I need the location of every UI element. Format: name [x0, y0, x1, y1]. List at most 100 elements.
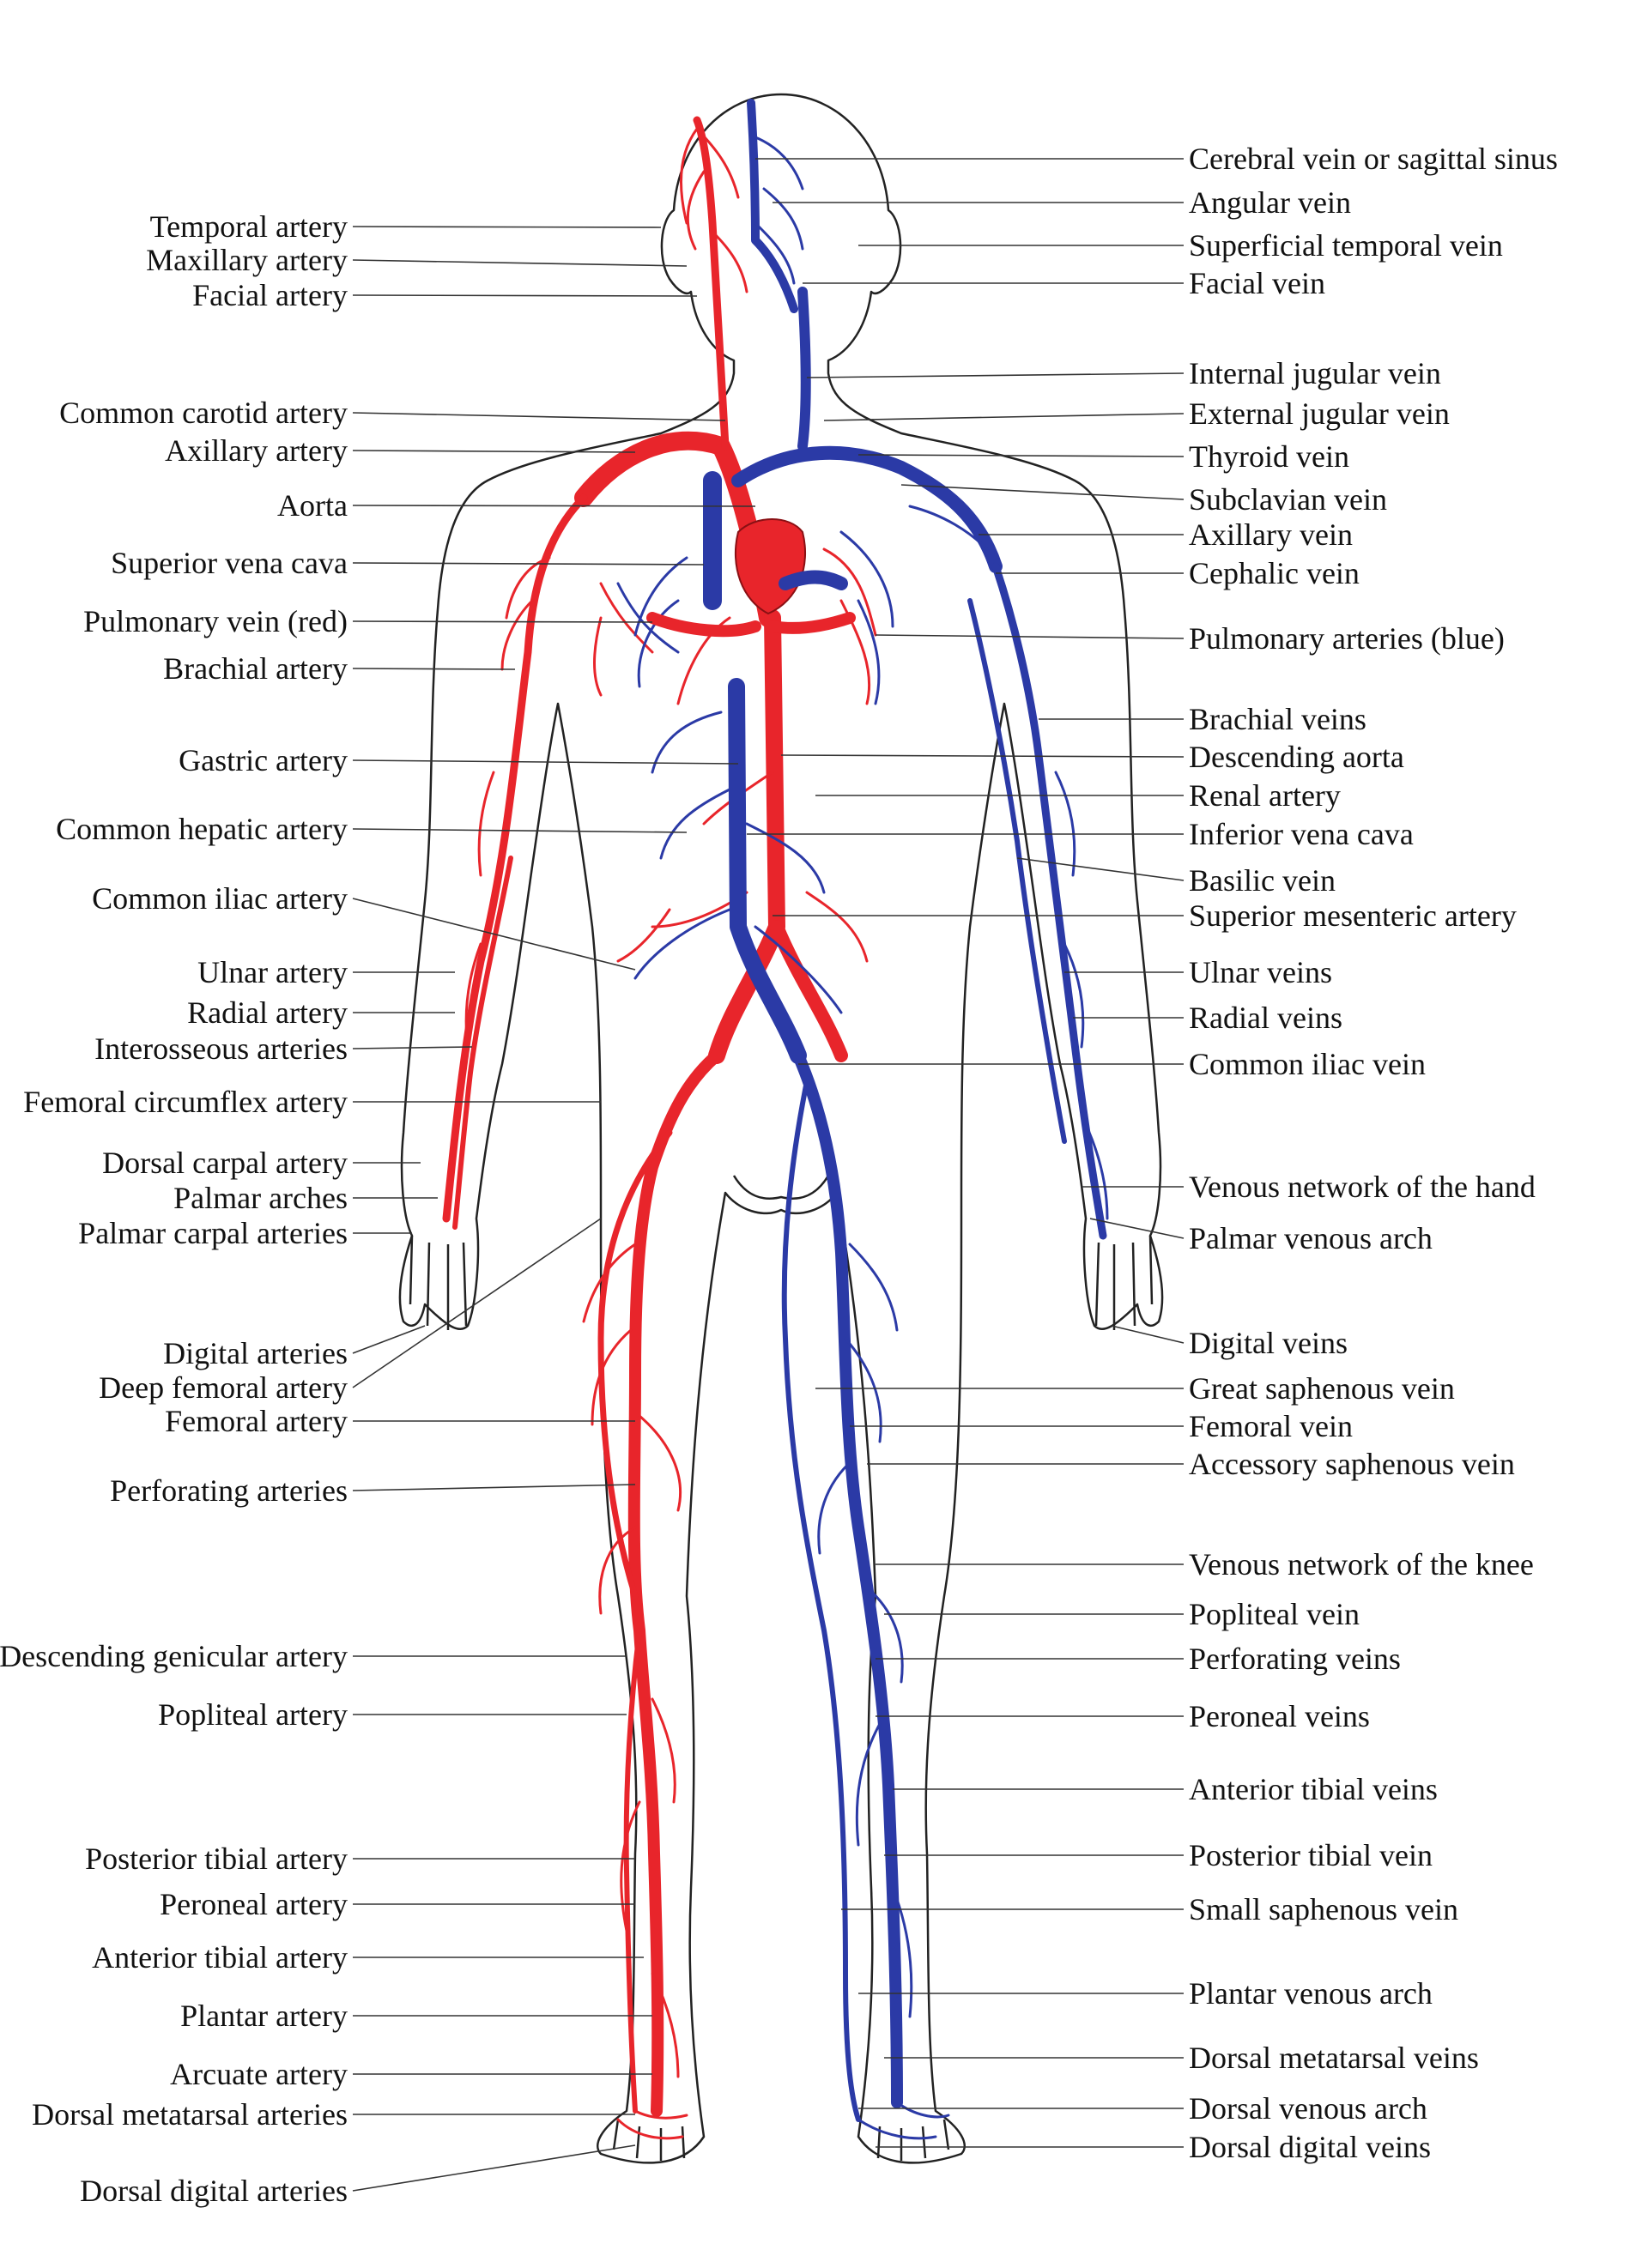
label-ulnar-artery: Ulnar artery: [197, 955, 348, 989]
leader-perforating-arteries: [352, 1484, 636, 1491]
label-palmar-arches: Palmar arches: [173, 1181, 348, 1215]
label-thyroid-vein: Thyroid vein: [1189, 439, 1349, 474]
leader-superior-vena-cava: [352, 562, 705, 565]
navel-outline: [732, 1175, 830, 1200]
label-aorta: Aorta: [277, 488, 348, 523]
label-axillary-vein: Axillary vein: [1189, 517, 1353, 552]
leader-dorsal-digital-arteries: [352, 2144, 636, 2192]
leader-digital-veins: [1111, 1325, 1185, 1344]
sagittal-sinus-vessel: [747, 99, 798, 313]
label-temporal-artery: Temporal artery: [150, 209, 348, 244]
great-saphenous-vessel: [781, 1079, 861, 2122]
label-dorsal-venous-arch: Dorsal venous arch: [1189, 2091, 1427, 2126]
leader-common-carotid-artery: [352, 412, 726, 421]
leader-brachial-artery: [352, 668, 516, 670]
label-brachial-artery: Brachial artery: [163, 651, 348, 686]
left-toes-outline: [612, 2119, 686, 2161]
pulmonary-trunk: [779, 570, 848, 590]
leader-internal-jugular-vein: [806, 372, 1185, 378]
label-superior-mesenteric-artery: Superior mesenteric artery: [1189, 898, 1517, 933]
carotid-artery-vessel: [693, 116, 730, 451]
label-superior-vena-cava: Superior vena cava: [111, 546, 348, 580]
leader-palmar-venous-arch: [1089, 1218, 1185, 1239]
label-posterior-tibial-vein: Posterior tibial vein: [1189, 1838, 1433, 1872]
label-popliteal-vein: Popliteal vein: [1189, 1597, 1360, 1631]
subclavian-vessel: [731, 445, 1003, 573]
label-descending-genicular-artery: Descending genicular artery: [0, 1639, 348, 1673]
arm-vein-right-basilic: [967, 598, 1067, 1144]
label-dorsal-metatarsal-veins: Dorsal metatarsal veins: [1189, 2041, 1479, 2075]
leader-facial-artery: [352, 294, 698, 297]
leader-lines: [352, 158, 1185, 2192]
leader-interosseous-arteries: [352, 1046, 473, 1049]
leader-common-hepatic-artery: [352, 828, 688, 833]
label-angular-vein: Angular vein: [1189, 185, 1351, 220]
leg-vein-right: [792, 1049, 903, 2108]
venous-system: [703, 99, 1107, 2122]
label-great-saphenous-vein: Great saphenous vein: [1189, 1371, 1455, 1406]
label-plantar-venous-arch: Plantar venous arch: [1189, 1976, 1433, 2011]
leader-common-iliac-artery: [352, 898, 636, 971]
label-pulmonary-arteries: Pulmonary arteries (blue): [1189, 621, 1505, 656]
label-femoral-vein: Femoral vein: [1189, 1409, 1353, 1443]
leader-axillary-artery: [352, 450, 636, 453]
arterial-branches: [449, 127, 877, 2140]
leader-gastric-artery: [352, 759, 739, 765]
label-internal-jugular-vein: Internal jugular vein: [1189, 356, 1441, 390]
label-interosseous-arteries: Interosseous arteries: [94, 1031, 348, 1066]
label-ulnar-veins: Ulnar veins: [1189, 955, 1332, 989]
label-axillary-artery: Axillary artery: [165, 433, 348, 468]
heart-shape: [734, 518, 806, 615]
venous-branches: [616, 136, 1109, 2140]
label-plantar-artery: Plantar artery: [180, 1999, 348, 2033]
label-venous-network-knee: Venous network of the knee: [1189, 1547, 1534, 1582]
label-popliteal-artery: Popliteal artery: [158, 1697, 348, 1732]
label-dorsal-digital-arteries: Dorsal digital arteries: [80, 2174, 348, 2208]
label-dorsal-metatarsal-arteries: Dorsal metatarsal arteries: [32, 2097, 348, 2132]
label-femoral-circumflex-artery: Femoral circumflex artery: [23, 1085, 348, 1119]
leader-digital-arteries: [352, 1325, 426, 1354]
body-outline: [398, 93, 1164, 2164]
jugular-vein-vessel: [797, 287, 811, 451]
label-external-jugular-vein: External jugular vein: [1189, 396, 1450, 431]
leg-artery-left-tibial: [623, 1628, 642, 2114]
label-renal-artery: Renal artery: [1189, 778, 1341, 813]
label-cerebral-vein: Cerebral vein or sagittal sinus: [1189, 142, 1558, 176]
label-palmar-venous-arch: Palmar venous arch: [1189, 1221, 1433, 1255]
leader-maxillary-artery: [352, 259, 688, 267]
label-digital-arteries: Digital arteries: [163, 1336, 348, 1370]
label-small-saphenous-vein: Small saphenous vein: [1189, 1892, 1458, 1926]
label-common-hepatic-artery: Common hepatic artery: [56, 812, 348, 846]
label-peroneal-veins: Peroneal veins: [1189, 1699, 1370, 1733]
label-facial-vein: Facial vein: [1189, 266, 1325, 300]
label-anterior-tibial-veins: Anterior tibial veins: [1189, 1772, 1438, 1806]
label-peroneal-artery: Peroneal artery: [160, 1887, 348, 1921]
label-gastric-artery: Gastric artery: [179, 743, 348, 777]
label-basilic-vein: Basilic vein: [1189, 863, 1336, 898]
label-common-iliac-artery: Common iliac artery: [92, 881, 348, 916]
left-fingers-outline: [409, 1235, 468, 1330]
leader-descending-aorta: [780, 754, 1185, 758]
label-perforating-veins: Perforating veins: [1189, 1642, 1401, 1676]
leader-pulmonary-vein: [352, 620, 653, 623]
label-maxillary-artery: Maxillary artery: [146, 243, 348, 277]
label-subclavian-vein: Subclavian vein: [1189, 482, 1387, 517]
label-dorsal-digital-veins: Dorsal digital veins: [1189, 2130, 1431, 2164]
label-posterior-tibial-artery: Posterior tibial artery: [85, 1842, 348, 1876]
pulmonary-vein-vessel: [646, 612, 856, 638]
label-descending-aorta: Descending aorta: [1189, 740, 1404, 774]
leg-artery-deep: [597, 1129, 673, 1600]
label-dorsal-carpal-artery: Dorsal carpal artery: [102, 1146, 348, 1180]
label-brachial-veins: Brachial veins: [1189, 702, 1366, 736]
label-pulmonary-vein: Pulmonary vein (red): [83, 604, 348, 638]
right-fingers-outline: [1094, 1235, 1154, 1330]
label-facial-artery: Facial artery: [192, 278, 348, 312]
arm-artery-left-ulnar: [452, 856, 513, 1230]
label-radial-artery: Radial artery: [187, 995, 348, 1030]
leader-thyroid-vein: [857, 454, 1185, 457]
leader-basilic-vein: [1016, 857, 1185, 881]
label-femoral-artery: Femoral artery: [165, 1404, 348, 1438]
leader-deep-femoral-artery: [352, 1218, 602, 1388]
